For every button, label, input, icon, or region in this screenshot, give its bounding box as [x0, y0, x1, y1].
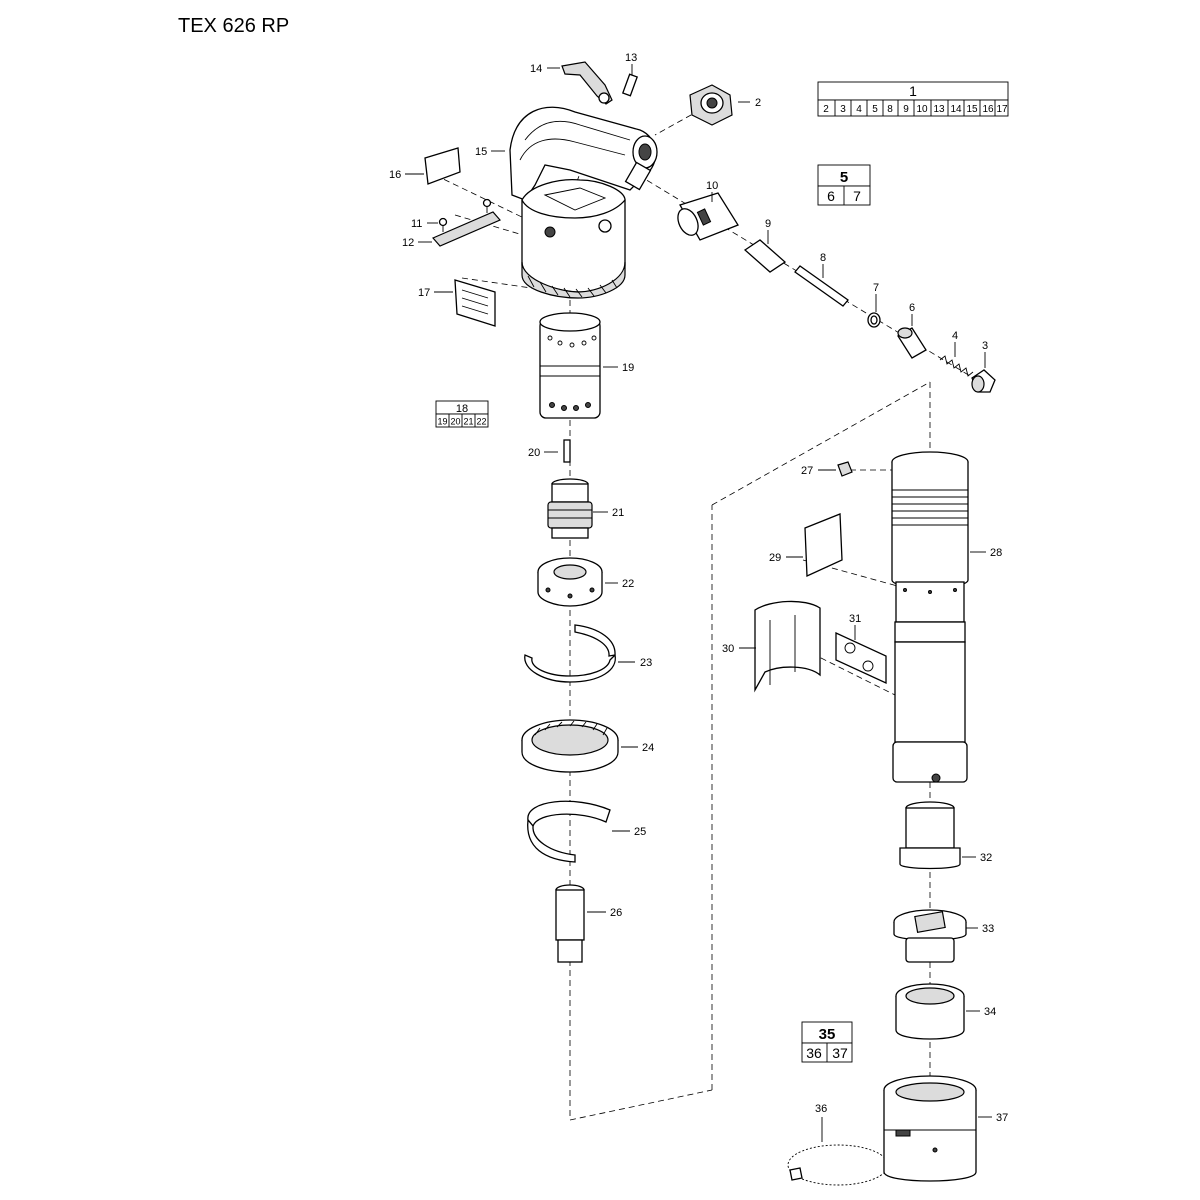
group-1-item: 9	[903, 104, 909, 115]
callout-16: 16	[389, 169, 401, 181]
group-18-item: 22	[476, 417, 486, 427]
part-20-pin	[563, 439, 571, 463]
callout-33: 33	[982, 923, 994, 935]
callout-21: 21	[612, 507, 624, 519]
part-31-warning-plate	[835, 631, 887, 685]
callout-14: 14	[530, 63, 542, 75]
callout-34: 34	[984, 1006, 996, 1018]
part-17-label	[454, 279, 496, 327]
part-27-stop-pin	[837, 461, 853, 477]
group-35-header: 35	[819, 1026, 836, 1043]
part-23-ring-segment	[524, 624, 616, 683]
callout-7: 7	[873, 282, 879, 294]
group-35-item: 36	[806, 1045, 822, 1061]
callout-26: 26	[610, 907, 622, 919]
part-6-valve	[897, 327, 927, 359]
part-30-sleeve-label	[754, 600, 821, 693]
part-12-nameplate	[432, 211, 501, 247]
callout-11: 11	[411, 218, 422, 230]
group-35-item: 37	[832, 1045, 848, 1061]
callout-3: 3	[982, 340, 988, 352]
group-1-item: 17	[996, 104, 1008, 115]
group-18-item: 21	[463, 417, 473, 427]
part-21-piston	[547, 478, 593, 539]
group-5-header: 5	[840, 169, 848, 186]
callout-12: 12	[402, 237, 414, 249]
group-5-item: 7	[853, 188, 861, 204]
group-box-18: 18 19 20 21 22	[435, 400, 489, 428]
callout-10: 10	[706, 180, 718, 192]
part-26-chisel-shank	[555, 884, 585, 963]
group-1-item: 10	[916, 104, 928, 115]
group-1-header: 1	[909, 83, 917, 99]
part-19-cylinder	[539, 312, 601, 419]
callout-15: 15	[475, 146, 487, 158]
callout-24: 24	[642, 742, 654, 754]
part-3-end-plug	[971, 369, 996, 393]
callout-8: 8	[820, 252, 826, 264]
part-16-label	[424, 147, 461, 185]
callout-36: 36	[815, 1103, 827, 1115]
group-1-item: 4	[856, 104, 862, 115]
callout-4: 4	[952, 330, 958, 342]
part-32-bushing	[899, 801, 961, 870]
callout-37: 37	[996, 1112, 1008, 1124]
callout-32: 32	[980, 852, 992, 864]
callout-13: 13	[625, 52, 637, 64]
group-1-item: 16	[982, 104, 994, 115]
part-9-sleeve	[743, 239, 787, 273]
callout-17: 17	[418, 287, 430, 299]
callout-9: 9	[765, 218, 771, 230]
part-13-pin	[621, 73, 639, 97]
group-1-item: 3	[840, 104, 846, 115]
part-24-ratchet-ring	[521, 719, 619, 773]
callout-29: 29	[769, 552, 781, 564]
group-box-5: 5 6 7	[817, 164, 871, 206]
part-28-barrel	[891, 451, 969, 783]
callout-leader-lines	[405, 64, 992, 1142]
part-33-chuck-bushing	[893, 909, 967, 963]
part-2-inlet-nut	[689, 84, 733, 126]
callout-28: 28	[990, 547, 1002, 559]
callout-20: 20	[528, 447, 540, 459]
callout-22: 22	[622, 578, 634, 590]
group-1-item: 5	[872, 104, 878, 115]
callout-labels: 14 13 2 15 16 11 12 17 10 9 8 7 6 4 3 19…	[389, 52, 1008, 1124]
part-29-label	[804, 513, 843, 577]
callout-23: 23	[640, 657, 652, 669]
callout-6: 6	[909, 302, 915, 314]
group-1-item: 8	[887, 104, 893, 115]
callout-19: 19	[622, 362, 634, 374]
callout-27: 27	[801, 465, 813, 477]
group-1-item: 2	[823, 104, 829, 115]
callout-25: 25	[634, 826, 646, 838]
group-18-header: 18	[456, 403, 468, 415]
part-14-trigger-lever	[561, 61, 613, 105]
part-25-ring-half	[527, 800, 611, 863]
part-10-valve-bushing	[677, 192, 739, 241]
part-8-valve-rod	[794, 265, 849, 307]
callout-2: 2	[755, 97, 761, 109]
group-1-items: 2 3 4 5 8 9 10 13 14 15 16 17	[823, 100, 1008, 116]
group-18-item: 20	[450, 417, 460, 427]
diagram-title: TEX 626 RP	[178, 15, 290, 37]
callout-30: 30	[722, 643, 734, 655]
group-1-item: 14	[950, 104, 962, 115]
callout-31: 31	[849, 613, 861, 625]
part-15-handle-housing	[509, 106, 658, 299]
group-1-item: 15	[966, 104, 978, 115]
part-36-spring-ring	[787, 1144, 889, 1186]
part-22-gear-ring	[537, 557, 603, 607]
part-11-screws	[438, 198, 492, 232]
part-37-chuck-housing	[883, 1075, 977, 1182]
part-34-retaining-ring	[895, 983, 965, 1040]
part-7-o-ring	[867, 312, 881, 328]
group-box-35: 35 36 37	[801, 1021, 853, 1063]
group-5-item: 6	[827, 188, 835, 204]
group-1-item: 13	[933, 104, 945, 115]
group-18-item: 19	[437, 417, 447, 427]
part-4-spring	[939, 355, 974, 377]
group-box-1: 1 2 3 4 5 8 9 10 13 14 15 16 17	[817, 81, 1009, 117]
